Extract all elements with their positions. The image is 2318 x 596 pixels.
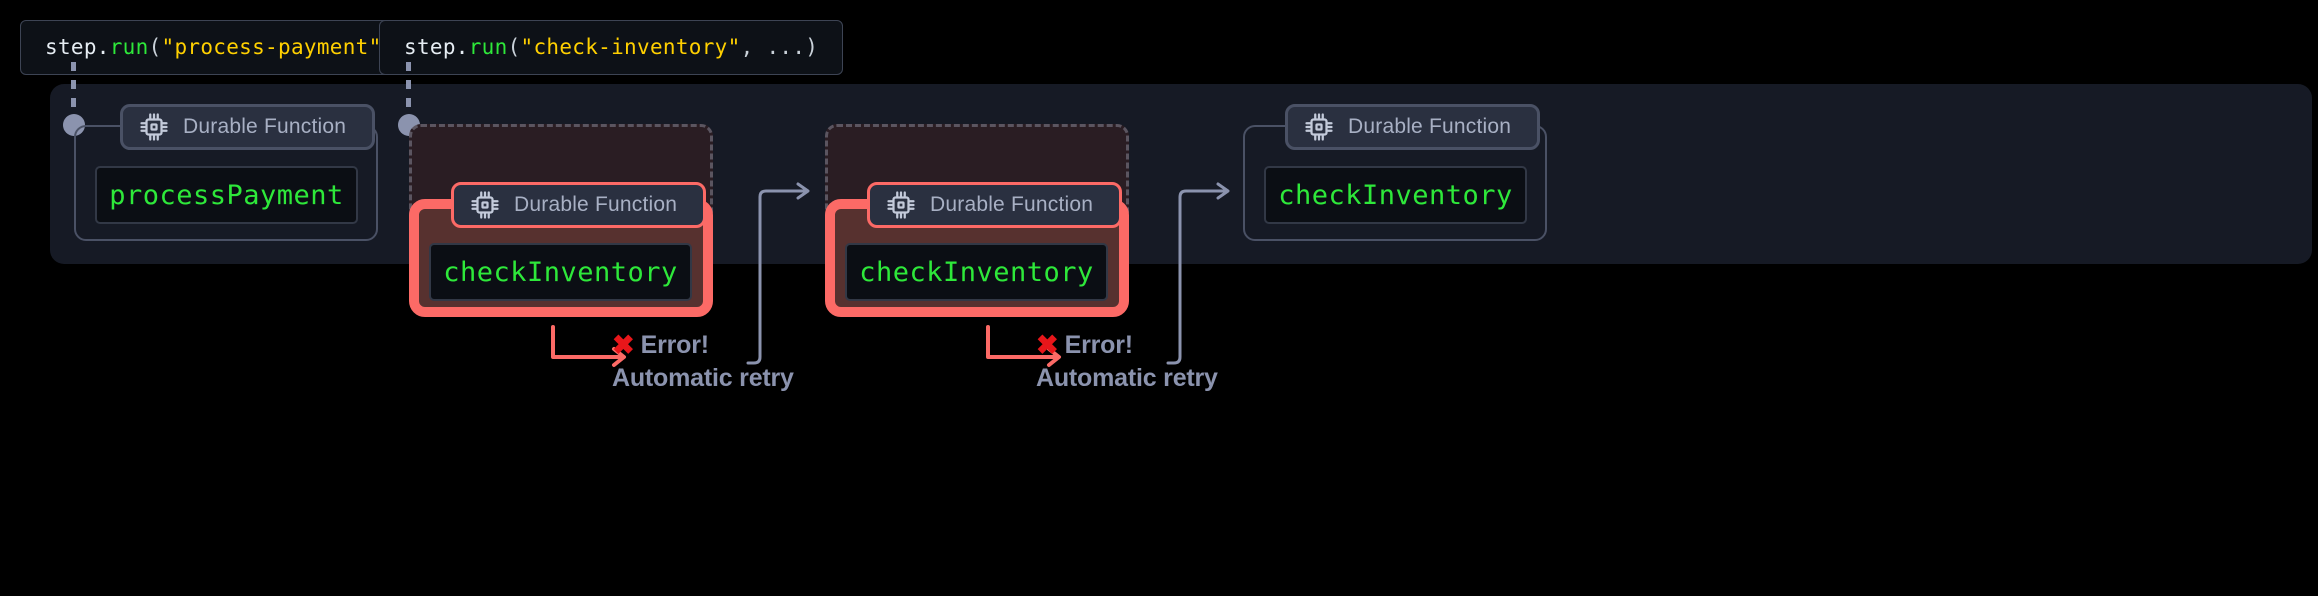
error-title: Error! xyxy=(1064,331,1133,359)
code-token-object: step. xyxy=(45,35,110,59)
durable-function-pill-label: Durable Function xyxy=(1348,115,1512,138)
cpu-chip-icon xyxy=(140,113,168,141)
durable-function-pill-label: Durable Function xyxy=(514,193,678,216)
function-block-attempt-1: checkInventory xyxy=(429,243,692,301)
code-callout-check-inventory: step.run("check-inventory", ...) xyxy=(379,20,844,76)
error-title-row: ✖ Error! xyxy=(1036,331,1218,360)
code-token-args: , ...) xyxy=(740,35,819,59)
code-token-paren-open: ( xyxy=(507,35,521,59)
code-token-string: "check-inventory" xyxy=(520,35,741,59)
code-token-method: run xyxy=(109,35,149,59)
error-x-icon: ✖ xyxy=(612,330,635,360)
code-token-object: step. xyxy=(404,35,469,59)
function-block-process-payment: processPayment xyxy=(95,166,358,224)
function-block-check-inventory-success: checkInventory xyxy=(1264,166,1527,224)
cpu-chip-icon xyxy=(471,191,499,219)
cpu-chip-icon xyxy=(887,191,915,219)
durable-function-pill-attempt-2: Durable Function xyxy=(867,182,1123,228)
error-title-row: ✖ Error! xyxy=(612,331,794,360)
error-annotation-1: ✖ Error! Automatic retry xyxy=(612,331,794,393)
function-name-label: processPayment xyxy=(109,179,344,211)
error-x-icon: ✖ xyxy=(1036,330,1059,360)
function-name-label: checkInventory xyxy=(859,256,1094,288)
function-block-attempt-2: checkInventory xyxy=(845,243,1108,301)
function-name-label: checkInventory xyxy=(443,256,678,288)
code-token-method: run xyxy=(468,35,508,59)
retry-connector-gray-2 xyxy=(1166,182,1230,365)
callout-leader-line-2 xyxy=(406,62,411,122)
function-name-label: checkInventory xyxy=(1278,179,1513,211)
error-subtitle: Automatic retry xyxy=(1036,364,1218,392)
retry-connector-gray-1 xyxy=(746,182,810,365)
durable-function-pill-label: Durable Function xyxy=(183,115,347,138)
durable-function-pill-label: Durable Function xyxy=(930,193,1094,216)
code-token-string: "process-payment" xyxy=(161,35,382,59)
code-token-paren-open: ( xyxy=(148,35,162,59)
cpu-chip-icon xyxy=(1305,113,1333,141)
durable-function-pill-process-payment: Durable Function xyxy=(120,104,376,150)
callout-leader-line-1 xyxy=(71,62,76,122)
error-title: Error! xyxy=(640,331,709,359)
error-subtitle: Automatic retry xyxy=(612,364,794,392)
durable-function-pill-success: Durable Function xyxy=(1285,104,1541,150)
error-annotation-2: ✖ Error! Automatic retry xyxy=(1036,331,1218,393)
retry-arrow-red-1 xyxy=(551,325,626,367)
durable-function-pill-attempt-1: Durable Function xyxy=(451,182,707,228)
retry-arrow-red-2 xyxy=(986,325,1061,367)
